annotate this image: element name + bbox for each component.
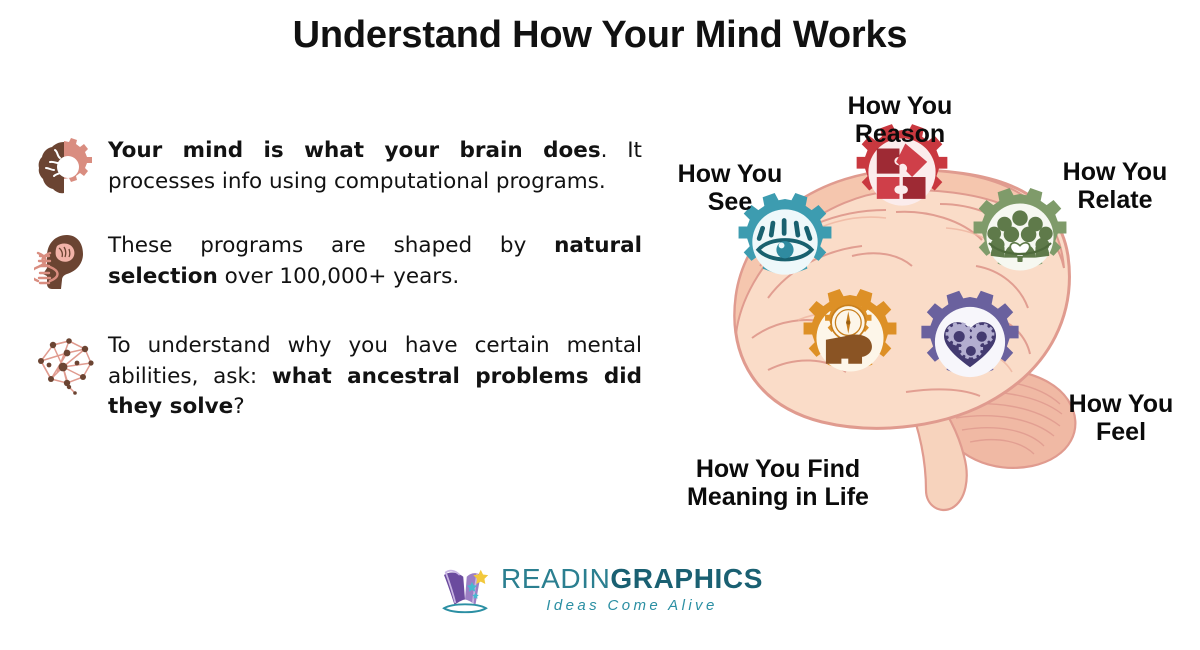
label-line: How You bbox=[1068, 390, 1174, 418]
eye-icon bbox=[755, 218, 815, 262]
brand-name-part1: READIN bbox=[501, 562, 611, 594]
label-how-you-find-meaning-in-life: How You Find Meaning in Life bbox=[668, 455, 888, 512]
list-item: These programs are shaped by natural sel… bbox=[22, 231, 642, 293]
label-line: Feel bbox=[1095, 418, 1147, 447]
label-line: How You bbox=[847, 92, 953, 120]
puzzle-icon bbox=[876, 143, 928, 199]
label-line: Reason bbox=[854, 120, 946, 149]
brand-text: READINGRAPHICS Ideas Come Alive bbox=[501, 562, 763, 614]
head-dna-icon bbox=[22, 231, 108, 293]
label-line: Relate bbox=[1077, 186, 1153, 215]
head-compass-icon bbox=[825, 298, 872, 364]
brain-gear-icon bbox=[22, 136, 108, 196]
label-how-you-feel: How You Feel bbox=[1048, 390, 1194, 447]
label-how-you-see: How You See bbox=[653, 160, 807, 217]
list-item-text: Your mind is what your brain does. It pr… bbox=[108, 138, 642, 194]
label-line: How You Find bbox=[695, 455, 861, 483]
page-title: Understand How Your Mind Works bbox=[292, 14, 908, 56]
brand-name: READINGRAPHICS bbox=[501, 562, 763, 594]
open-book-stars-logo bbox=[442, 569, 489, 614]
gear-reason bbox=[856, 124, 948, 206]
list-item: To understand why you have certain menta… bbox=[22, 331, 642, 423]
label-how-you-reason: How You Reason bbox=[820, 92, 980, 149]
brand-tagline: Ideas Come Alive bbox=[546, 596, 718, 614]
label-line: Meaning in Life bbox=[687, 483, 869, 512]
key-points-list: Your mind is what your brain does. It pr… bbox=[22, 136, 642, 451]
label-how-you-relate: How You Relate bbox=[1040, 158, 1190, 215]
list-item: Your mind is what your brain does. It pr… bbox=[22, 136, 642, 197]
label-line: How You bbox=[1062, 158, 1168, 186]
brain-with-gears-illustration bbox=[640, 70, 1200, 540]
label-line: See bbox=[707, 188, 753, 217]
list-item-text: These programs are shaped by natural sel… bbox=[108, 233, 642, 289]
gear-meaning bbox=[803, 288, 897, 372]
heart-gears-icon bbox=[945, 322, 995, 360]
gear-relate bbox=[973, 187, 1067, 271]
gear-feel bbox=[921, 290, 1019, 378]
brand-logo: READINGRAPHICS Ideas Come Alive bbox=[0, 556, 1200, 622]
label-line: How You bbox=[677, 160, 783, 188]
people-icon bbox=[987, 210, 1053, 262]
brand-name-part2: GRAPHICS bbox=[610, 562, 763, 594]
gear-see bbox=[738, 192, 832, 275]
neural-network-icon bbox=[22, 331, 108, 395]
list-item-text: To understand why you have certain menta… bbox=[108, 333, 643, 420]
